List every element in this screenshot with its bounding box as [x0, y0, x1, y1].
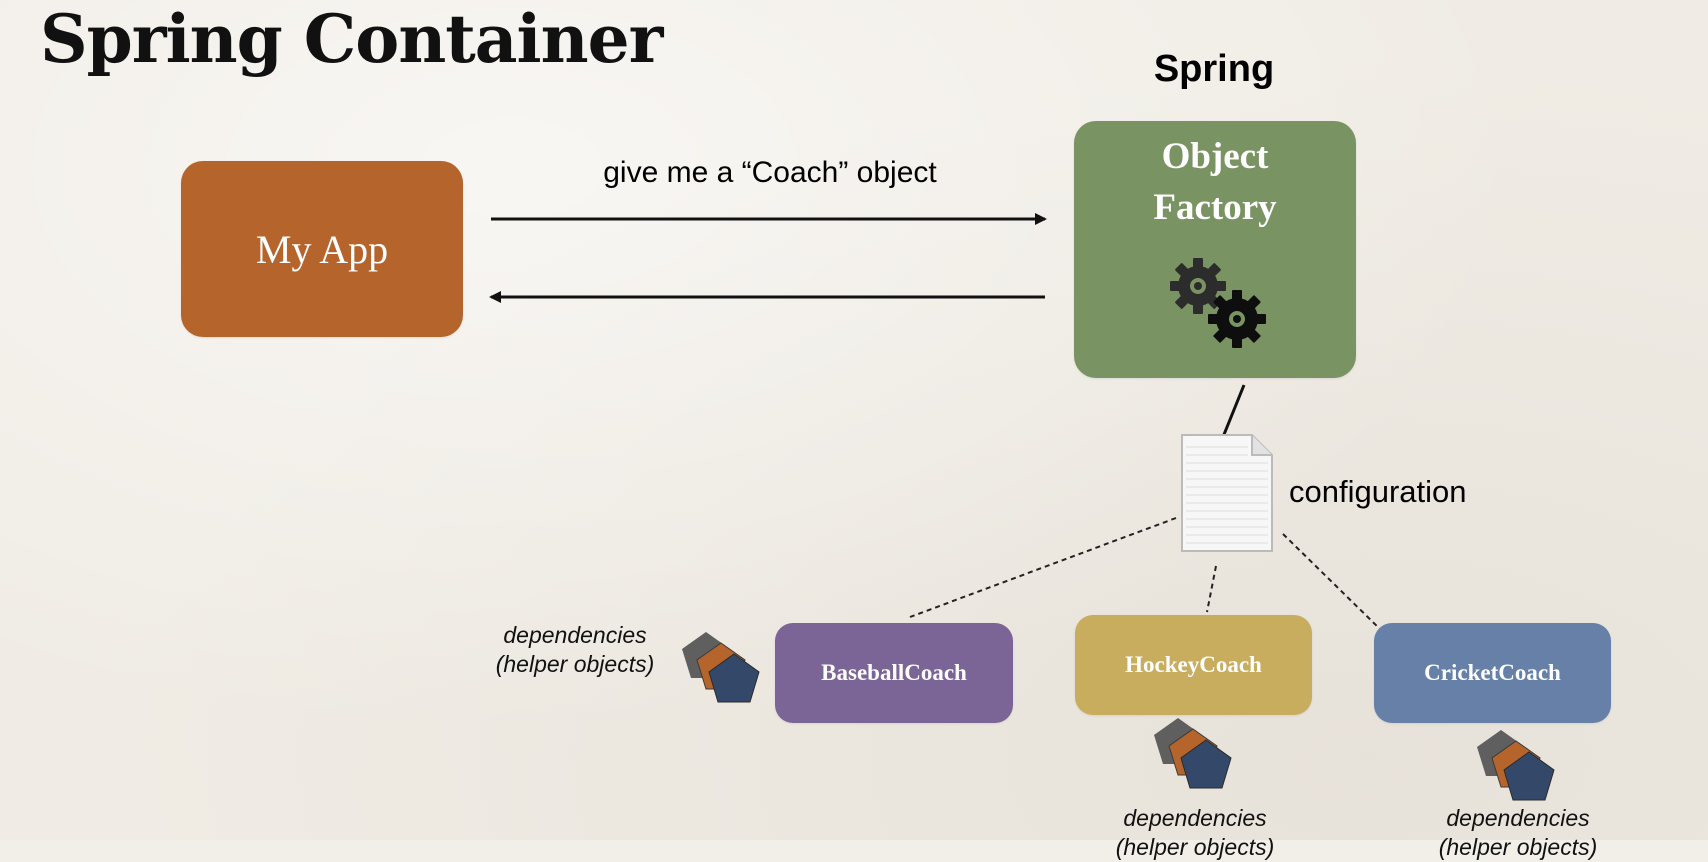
spring-container-label: Spring	[1153, 48, 1275, 90]
configuration-label: configuration	[1289, 474, 1467, 509]
cricket-coach-label: CricketCoach	[1424, 660, 1561, 685]
page-title: Spring Container	[40, 0, 663, 78]
dependencies-icon	[682, 632, 760, 703]
baseball-coach-box: BaseballCoach	[775, 623, 1013, 723]
dependencies-line2: (helper objects)	[1438, 834, 1598, 860]
my-app-box: My App	[181, 161, 463, 337]
slide-background	[0, 0, 1708, 840]
object-factory-line1: Object	[1161, 136, 1269, 177]
dependencies-line2: (helper objects)	[495, 651, 655, 677]
dependencies-line2: (helper objects)	[1115, 834, 1275, 860]
baseball-coach-label: BaseballCoach	[821, 660, 967, 685]
baseball-dependencies-label: dependencies (helper objects)	[470, 621, 680, 679]
dependencies-line1: dependencies	[1123, 805, 1267, 831]
hockey-dependencies-label: dependencies (helper objects)	[1090, 804, 1300, 862]
document-icon	[1181, 434, 1273, 552]
object-factory-title: Object Factory	[1074, 131, 1356, 233]
hockey-coach-box: HockeyCoach	[1075, 615, 1312, 715]
request-label: give me a “Coach” object	[603, 156, 937, 189]
dependencies-icon	[1154, 718, 1232, 789]
cricket-coach-box: CricketCoach	[1374, 623, 1611, 723]
dependencies-line1: dependencies	[1446, 805, 1590, 831]
hockey-coach-label: HockeyCoach	[1125, 652, 1262, 677]
cricket-dependencies-label: dependencies (helper objects)	[1413, 804, 1623, 862]
dependencies-icon	[1477, 730, 1555, 801]
object-factory-line2: Factory	[1153, 187, 1277, 228]
my-app-label: My App	[255, 226, 389, 272]
dependencies-line1: dependencies	[503, 622, 647, 648]
object-factory-box: Object Factory	[1074, 121, 1356, 378]
gears-icon	[1170, 258, 1266, 348]
